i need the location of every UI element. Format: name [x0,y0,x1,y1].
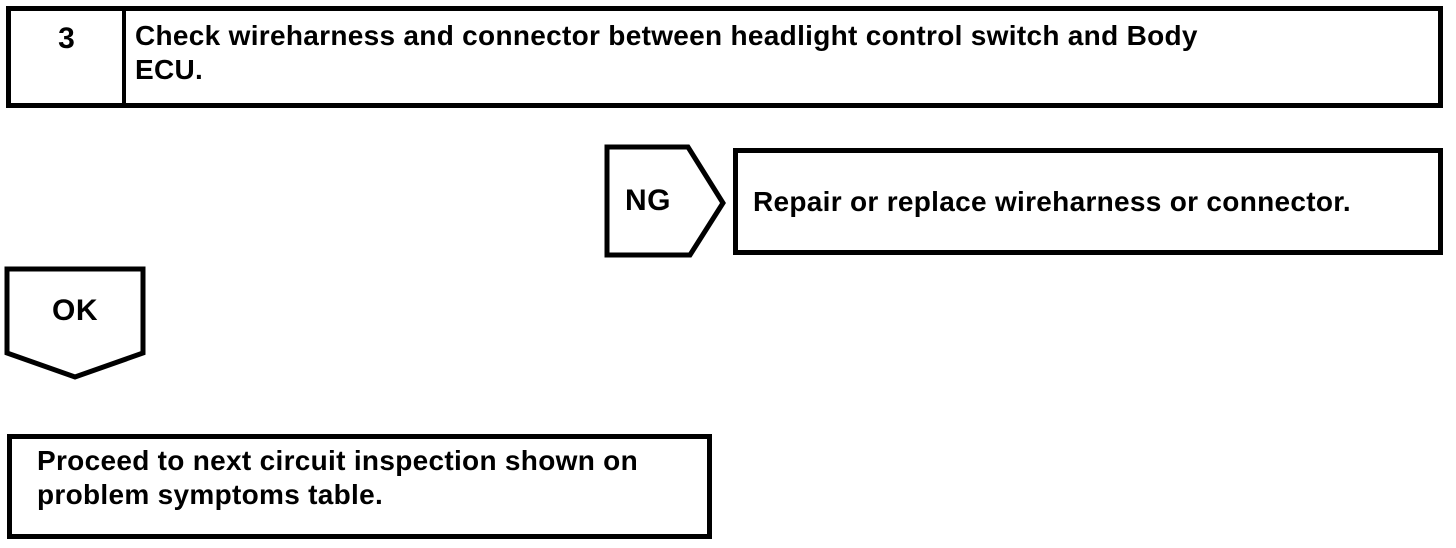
ng-label: NG [625,184,671,217]
ok-action-text: Proceed to next circuit inspection shown… [37,445,638,510]
ng-pentagon-icon [604,144,726,258]
ng-action-box: Repair or replace wireharness or connect… [733,148,1443,255]
ok-action-box: Proceed to next circuit inspection shown… [7,434,712,539]
ng-action-text: Repair or replace wireharness or connect… [753,185,1352,217]
ok-pentagon-icon [4,266,146,380]
ok-label: OK [52,294,98,327]
step-number: 3 [11,11,126,103]
step-instruction: Check wireharness and connector between … [135,20,1198,85]
step-header: 3 Check wireharness and connector betwee… [6,6,1443,108]
